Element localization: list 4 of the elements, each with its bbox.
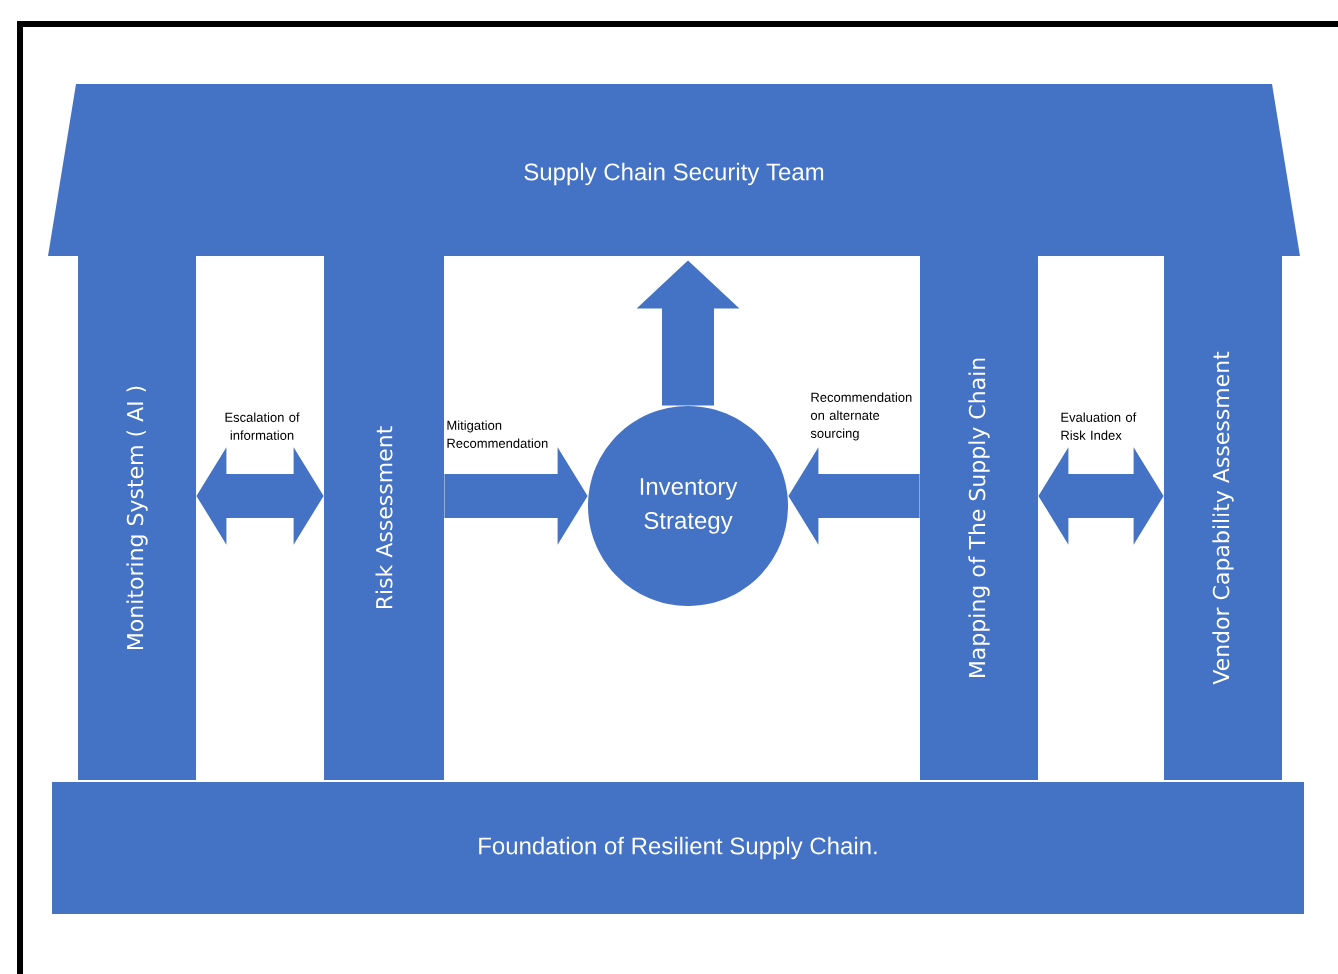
node-label: Mapping of The Supply Chain — [968, 358, 990, 677]
node-label: Vendor Capability Assessment — [1212, 351, 1234, 685]
node-label: Monitoring System ( AI ) — [126, 386, 148, 649]
node-label: Risk Assessment — [375, 426, 393, 609]
